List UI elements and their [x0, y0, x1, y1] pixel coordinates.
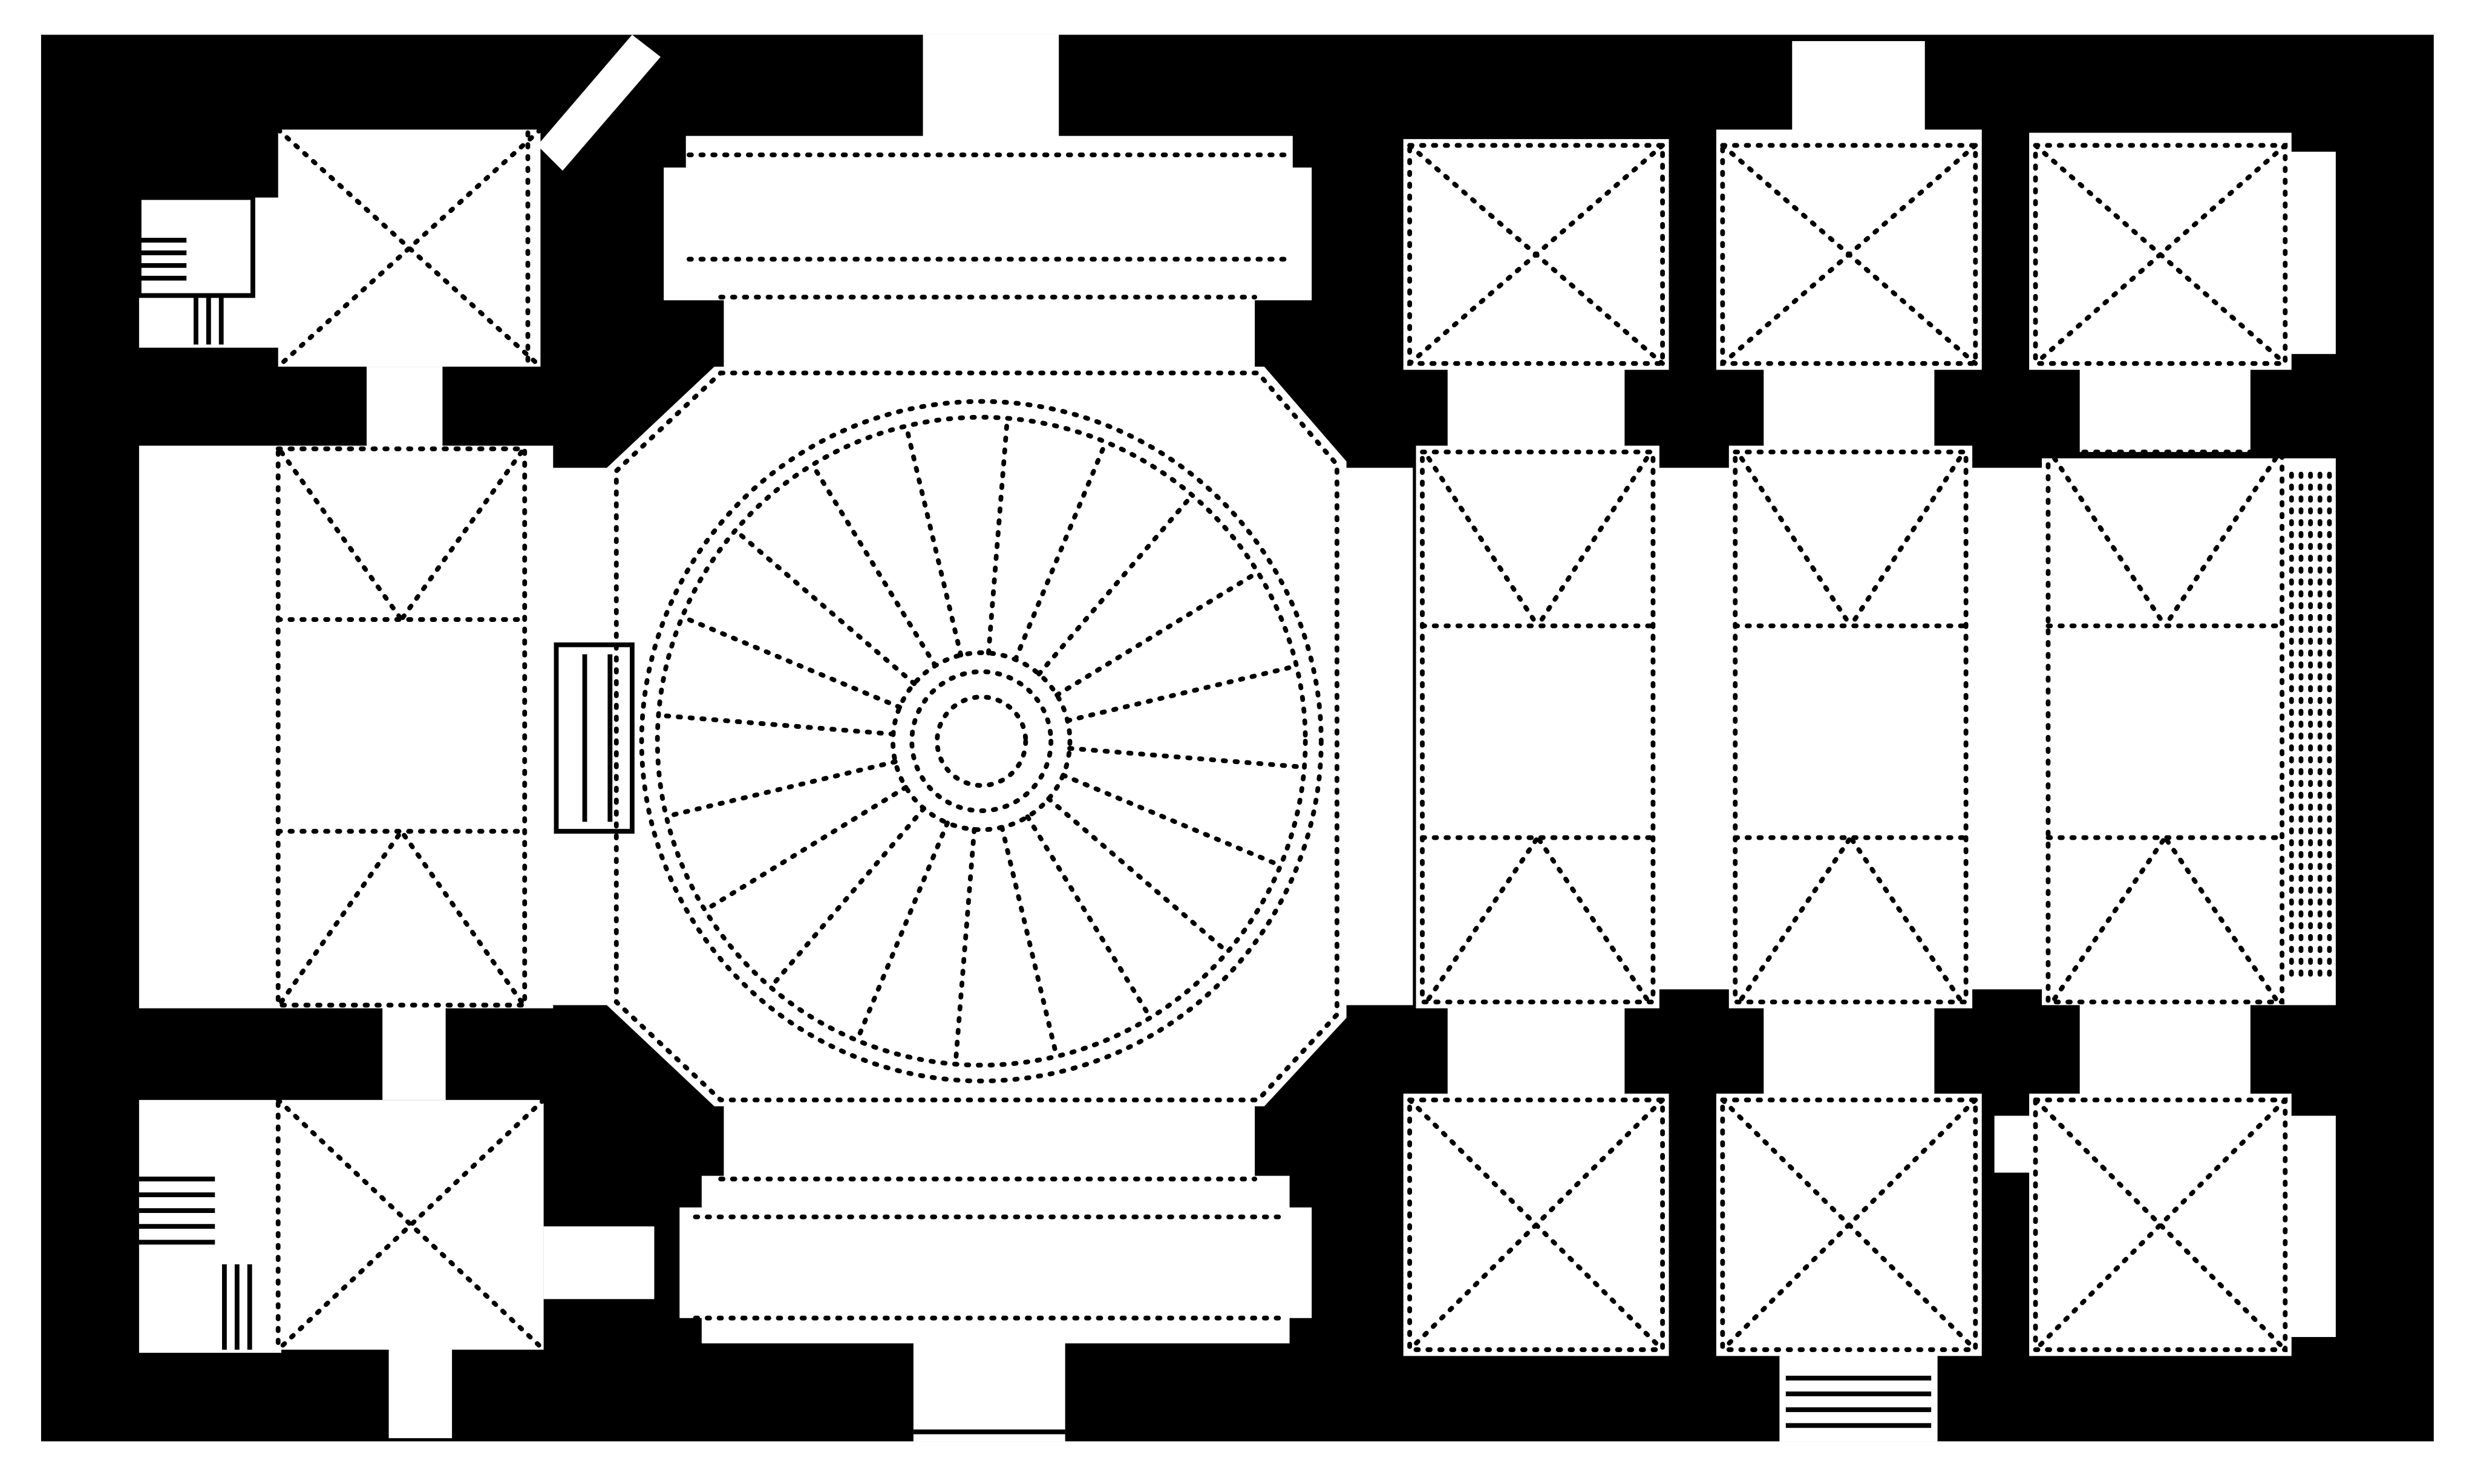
nave-link-1: [1653, 468, 1736, 990]
dome-rib: [768, 806, 927, 990]
nave-bay-rib: [1426, 835, 1540, 1001]
west-bay-rib: [279, 829, 404, 1005]
stair-treads: [136, 195, 1932, 1434]
chapel-outline: [2033, 143, 2288, 366]
diagonal-passage: [537, 34, 661, 171]
nave-bay-rib: [1739, 456, 1853, 629]
chapel-outline: [1720, 1097, 1978, 1352]
dome-rib: [679, 614, 903, 710]
dome-rib: [1065, 663, 1299, 724]
south-west-niche: [543, 1226, 655, 1299]
west-bay: [139, 445, 554, 1008]
south-chapel-link-2: [1764, 1005, 1935, 1097]
west-bay-rib: [399, 829, 524, 1005]
chapel-rib: [2033, 143, 2288, 366]
rotunda-east-link: [1340, 468, 1413, 1005]
nave-bay-1: [1416, 445, 1659, 1008]
west-bay-rib: [399, 449, 524, 622]
nave-bay-rib: [1535, 835, 1649, 1001]
north-chapel-2: [1716, 129, 1982, 370]
dome-rib: [903, 423, 964, 658]
north-chapel-3-niche: [2288, 151, 2336, 355]
chapel-ribs: [1407, 143, 2288, 1352]
nave-bay-2: [1728, 445, 1973, 1008]
dome-rib: [1054, 570, 1261, 698]
dome-spokes: [656, 416, 1307, 1067]
north-chapel-link-1: [1447, 367, 1625, 453]
central-rotunda: [607, 367, 1347, 1106]
north-chapel-2-portal: [1792, 41, 1925, 136]
nave-link-2: [1966, 468, 2048, 990]
chapel-rib: [1407, 143, 1665, 366]
dome-ring-inner: [655, 414, 1308, 1068]
nave-bay-rib: [2162, 456, 2278, 629]
dome-rib: [1067, 746, 1307, 770]
dome-rib: [810, 462, 938, 668]
south-transept-arm: [724, 1103, 1255, 1183]
dome-ring-outer: [639, 399, 1324, 1084]
dome-rib: [664, 759, 898, 819]
south-chapel-link-3: [2079, 1005, 2251, 1097]
north-portal: [923, 34, 1059, 139]
nave-bay-rib: [1535, 456, 1649, 629]
nave-ribs: [1420, 449, 2332, 1005]
north-transept-arm: [724, 293, 1255, 373]
north-apse-inner: [685, 136, 1293, 294]
nave-bay-rib: [1848, 456, 1963, 629]
dome-rib: [1061, 773, 1283, 868]
oculus-ring-middle: [909, 669, 1054, 814]
vault-ribs: [275, 127, 2332, 1352]
south-apse-inner: [701, 1175, 1290, 1344]
nave-bay-rib: [1848, 835, 1963, 1001]
south-chapel-3-niche: [2288, 1116, 2336, 1338]
nave-bay-rib: [2051, 835, 2168, 1001]
west-passage-south-lower: [388, 1343, 453, 1439]
west-bay-outline: [275, 446, 528, 1008]
corner-chapel-north-rib: [275, 127, 543, 369]
nave-bay-rib: [2162, 835, 2278, 1001]
chapel-outline: [1720, 143, 1978, 366]
nave-bay-rib: [1739, 835, 1853, 1001]
nave-bay-outline: [2045, 449, 2284, 1005]
corner-chapel-south-rib: [275, 1097, 546, 1352]
chapel-outline: [1407, 143, 1665, 366]
south-chapel-2-portal: [1779, 1353, 1938, 1442]
north-chapel-link-3: [2079, 367, 2251, 453]
dome-rib: [1036, 492, 1195, 677]
dome-rib: [1046, 796, 1230, 955]
west-passage-south: [382, 1005, 446, 1100]
west-bay-rib: [279, 449, 404, 622]
dome-rib: [1025, 814, 1153, 1021]
chapel-outline: [1407, 1097, 1665, 1352]
nave-bay-3: [2042, 458, 2336, 1005]
south-portal: [913, 1343, 1065, 1442]
north-chapel-3: [2029, 132, 2292, 370]
dome-rib: [1013, 439, 1108, 662]
chapel-rib: [1407, 1097, 1665, 1352]
dome-rib: [702, 785, 909, 913]
dome-rib: [986, 416, 1010, 656]
chapel-rib: [1720, 1097, 1978, 1352]
dome-rib: [953, 827, 977, 1067]
west-passage-north: [367, 367, 443, 449]
oculus-ring-inner: [935, 695, 1028, 788]
altar-outer: [554, 642, 635, 834]
dome-rib: [656, 713, 896, 737]
dome-rib: [854, 820, 950, 1043]
dome-rib: [733, 528, 917, 687]
oculus-ring-outer: [891, 650, 1073, 832]
nave-bay-rib: [2051, 456, 2168, 629]
chapel-rib: [2033, 1097, 2288, 1352]
chapel-rib: [1720, 143, 1978, 366]
altar: [554, 642, 635, 834]
south-chapel-link-1: [1447, 1005, 1625, 1097]
dome-rib: [999, 825, 1059, 1059]
nave-bay-rib: [1426, 456, 1540, 629]
rotunda-outline: [613, 370, 1339, 1103]
south-chapel-side-door: [1994, 1116, 2033, 1173]
north-chapel-link-2: [1764, 367, 1935, 453]
